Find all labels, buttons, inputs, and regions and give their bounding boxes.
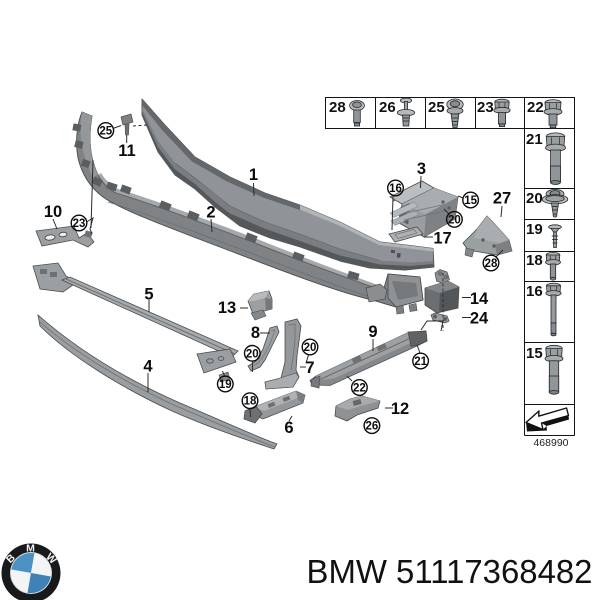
svg-text:25: 25 [99,126,112,138]
svg-text:3: 3 [417,160,426,178]
svg-text:20: 20 [448,214,461,226]
svg-text:19: 19 [526,221,543,238]
svg-text:15: 15 [526,345,543,362]
svg-text:21: 21 [414,356,427,368]
svg-text:10: 10 [44,203,62,221]
svg-text:20: 20 [246,348,259,360]
svg-text:6: 6 [284,419,293,437]
svg-text:13: 13 [218,299,236,317]
svg-text:12: 12 [391,400,409,418]
svg-text:7: 7 [305,359,314,377]
svg-text:16: 16 [389,183,402,195]
svg-text:16: 16 [526,283,543,300]
svg-text:23: 23 [73,218,86,230]
svg-text:22: 22 [527,99,544,116]
svg-text:27: 27 [493,190,511,208]
svg-text:11: 11 [118,142,135,160]
svg-text:25: 25 [428,99,445,116]
svg-text:8: 8 [251,324,260,342]
svg-text:23: 23 [477,99,494,116]
svg-text:18: 18 [244,396,257,408]
svg-text:19: 19 [219,379,232,391]
svg-text:22: 22 [353,383,366,395]
svg-text:28: 28 [485,258,498,270]
svg-text:1: 1 [249,166,258,184]
svg-text:M: M [26,543,35,555]
svg-text:20: 20 [304,342,317,354]
svg-text:17: 17 [433,230,451,248]
svg-text:2: 2 [206,204,215,222]
svg-text:26: 26 [379,99,396,116]
svg-text:28: 28 [329,99,346,116]
svg-text:9: 9 [368,323,377,341]
svg-text:18: 18 [526,252,543,269]
svg-text:BMW 51117368482: BMW 51117368482 [307,553,593,590]
svg-text:20: 20 [526,190,543,207]
svg-text:21: 21 [526,131,543,148]
svg-text:5: 5 [144,286,153,304]
svg-text:4: 4 [143,358,153,376]
svg-text:15: 15 [464,195,477,207]
svg-text:468990: 468990 [533,437,568,449]
svg-text:26: 26 [366,421,379,433]
svg-text:14: 14 [470,290,489,308]
svg-text:24: 24 [470,310,489,328]
